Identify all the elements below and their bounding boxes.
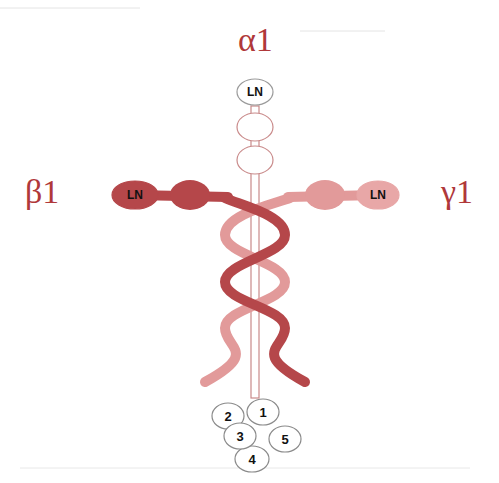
beta-helix xyxy=(225,198,305,382)
domain-label: LN xyxy=(370,188,386,202)
lg-domain: 3 xyxy=(223,422,257,450)
domain-shape xyxy=(237,79,273,105)
domain-text-holder: LN xyxy=(111,180,159,210)
ln-domain: LN xyxy=(356,180,400,210)
alpha-domain xyxy=(237,146,273,174)
domain-shape xyxy=(112,181,158,209)
ln-domain: LN xyxy=(236,78,274,106)
domain-shape xyxy=(235,446,269,472)
domain-number: 2 xyxy=(224,409,231,424)
domain-text-holder: 1 xyxy=(246,398,280,426)
alpha-domain xyxy=(237,113,273,141)
domain-label: LN xyxy=(247,85,263,99)
beta-domain xyxy=(170,180,210,210)
domain-text-holder: LN xyxy=(236,78,274,106)
scan-line xyxy=(0,8,140,9)
domain-shape xyxy=(269,426,301,452)
domain-text-holder: LN xyxy=(356,180,400,210)
domain-text-holder: 5 xyxy=(268,425,302,453)
domain-number: 1 xyxy=(259,405,266,420)
domain-label: LN xyxy=(127,188,143,202)
ln-domain: LN xyxy=(111,180,159,210)
domain-number: 4 xyxy=(248,452,255,467)
scan-line xyxy=(300,31,385,32)
domain-text-holder: 3 xyxy=(223,422,257,450)
chain-label: β1 xyxy=(25,175,59,209)
lg-domain: 5 xyxy=(268,425,302,453)
lg-domain: 1 xyxy=(246,398,280,426)
gamma-domain xyxy=(305,180,345,210)
domain-shape xyxy=(247,399,279,425)
chain-label: α1 xyxy=(238,23,273,57)
domain-number: 3 xyxy=(236,429,243,444)
chain-label: γ1 xyxy=(441,175,473,209)
domain-shape xyxy=(357,181,399,209)
domain-shape xyxy=(224,423,256,449)
domain-number: 5 xyxy=(281,432,288,447)
